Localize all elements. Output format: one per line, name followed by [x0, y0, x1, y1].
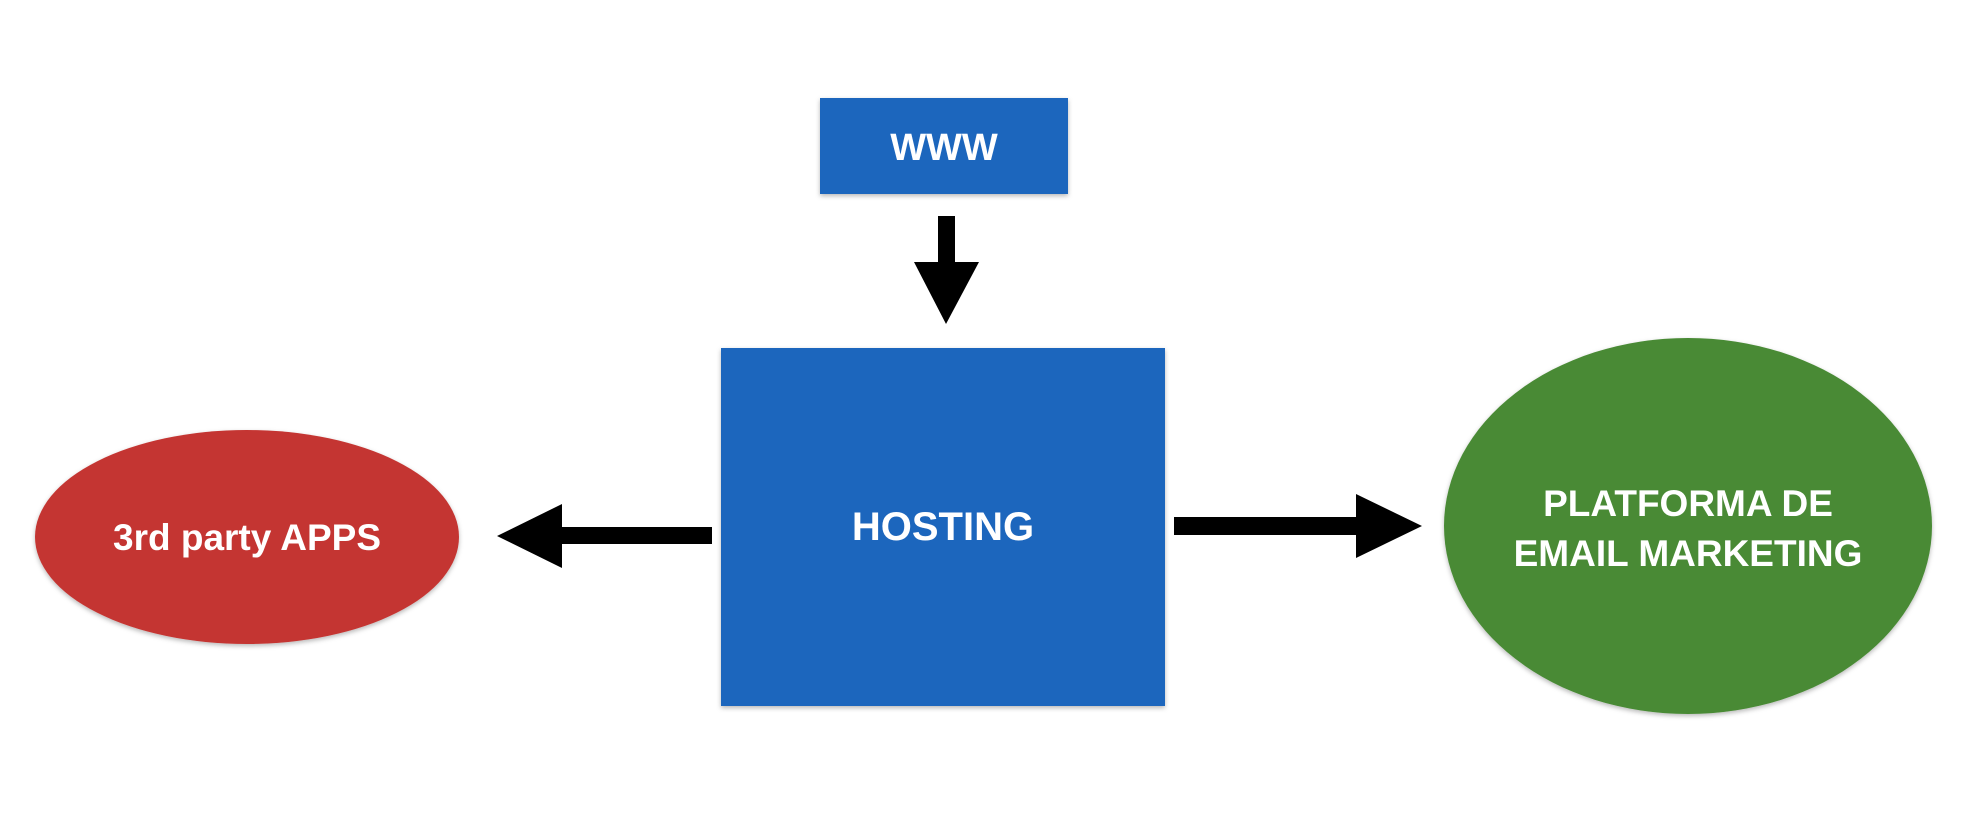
email-platform-node[interactable]: PLATFORMA DE EMAIL MARKETING — [1444, 338, 1932, 714]
email-platform-label-line1: PLATFORMA DE — [1543, 483, 1833, 524]
arrow-hosting-to-email-platform — [1174, 494, 1422, 558]
hosting-box — [721, 348, 1165, 706]
hosting-label: HOSTING — [852, 505, 1034, 549]
email-platform-ellipse — [1444, 338, 1932, 714]
arrow-hosting-to-email-platform-head — [1356, 494, 1422, 558]
third-party-apps-label: 3rd party APPS — [113, 517, 381, 558]
arrow-hosting-to-third-party-head — [497, 504, 562, 568]
arrow-hosting-to-third-party-shaft — [560, 527, 712, 544]
third-party-apps-node[interactable]: 3rd party APPS — [35, 430, 459, 644]
www-label: WWW — [890, 127, 998, 169]
arrow-www-to-hosting — [914, 216, 979, 324]
hosting-node[interactable]: HOSTING — [721, 348, 1165, 706]
email-platform-label-line2: EMAIL MARKETING — [1514, 533, 1863, 574]
arrow-www-to-hosting-head — [914, 262, 979, 324]
arrow-hosting-to-email-platform-shaft — [1174, 517, 1360, 535]
third-party-apps-ellipse — [35, 430, 459, 644]
www-box — [820, 98, 1068, 194]
arrow-www-to-hosting-shaft — [938, 216, 955, 264]
www-node[interactable]: WWW — [820, 98, 1068, 194]
arrow-hosting-to-third-party — [497, 504, 712, 568]
